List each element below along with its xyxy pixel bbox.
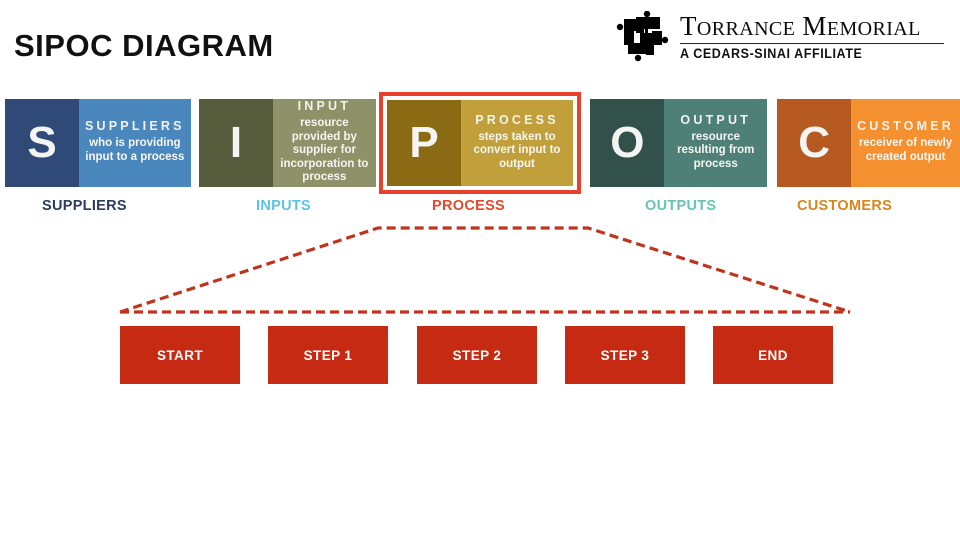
- step-box-end[interactable]: END: [713, 326, 833, 384]
- block-body-customer: CUSTOMER receiver of newly created outpu…: [851, 99, 960, 187]
- logo-name: TORRANCE MEMORIAL: [680, 11, 921, 42]
- banner-gap-4: [767, 99, 778, 187]
- block-heading-output: OUTPUT: [680, 112, 752, 127]
- block-description-output: resource resulting from process: [677, 130, 755, 170]
- block-letter-c: C: [777, 99, 852, 187]
- step-box-start[interactable]: START: [120, 326, 240, 384]
- process-funnel-outline: [119, 226, 851, 314]
- block-heading-input: INPUT: [297, 99, 352, 114]
- block-letter-s: S: [5, 99, 79, 187]
- step-box-step-2[interactable]: STEP 2: [417, 326, 537, 384]
- sipoc-block-output: O OUTPUT resource resulting from process: [590, 99, 768, 187]
- block-heading-process: PROCESS: [475, 112, 559, 127]
- logo-subtitle: A CEDARS-SINAI AFFILIATE: [680, 45, 863, 61]
- torrance-memorial-logo: TORRANCE MEMORIAL A CEDARS-SINAI AFFILIA…: [614, 8, 944, 66]
- category-label-suppliers: SUPPLIERS: [42, 198, 127, 214]
- block-body-output: OUTPUT resource resulting from process: [664, 99, 768, 187]
- sipoc-block-process: P PROCESS steps taken to convert input t…: [387, 100, 573, 186]
- funnel-upper-path: [119, 226, 851, 314]
- block-description-suppliers: who is providing input to a process: [85, 137, 185, 163]
- category-label-customers: CUSTOMERS: [797, 198, 893, 214]
- category-label-outputs: OUTPUTS: [645, 198, 717, 214]
- block-heading-suppliers: SUPPLIERS: [85, 119, 185, 134]
- logo-text-block: TORRANCE MEMORIAL A CEDARS-SINAI AFFILIA…: [680, 11, 944, 61]
- banner-gap-1: [189, 99, 199, 187]
- logo-divider: [680, 42, 944, 44]
- block-letter-i: I: [199, 99, 273, 187]
- block-letter-p: P: [387, 100, 461, 186]
- block-body-process: PROCESS steps taken to convert input to …: [461, 100, 573, 186]
- block-body-suppliers: SUPPLIERS who is providing input to a pr…: [79, 99, 191, 187]
- sipoc-block-suppliers: S SUPPLIERS who is providing input to a …: [5, 99, 191, 187]
- category-label-inputs: INPUTS: [256, 198, 311, 214]
- page-title: SIPOC DIAGRAM: [14, 28, 274, 63]
- block-description-customer: receiver of newly created output: [858, 137, 953, 163]
- block-description-process: steps taken to convert input to output: [473, 130, 561, 170]
- sipoc-block-customer: C CUSTOMER receiver of newly created out…: [777, 99, 960, 187]
- step-box-step-1[interactable]: STEP 1: [268, 326, 388, 384]
- block-letter-o: O: [590, 99, 665, 187]
- block-body-input: INPUT resource provided by supplier for …: [273, 99, 376, 187]
- block-description-input: resource provided by supplier for incorp…: [280, 117, 369, 184]
- category-label-process: PROCESS: [432, 198, 506, 214]
- sipoc-block-input: I INPUT resource provided by supplier fo…: [199, 99, 376, 187]
- puzzle-blocks-icon: [616, 11, 669, 62]
- block-heading-customer: CUSTOMER: [857, 119, 954, 134]
- step-box-step-3[interactable]: STEP 3: [565, 326, 685, 384]
